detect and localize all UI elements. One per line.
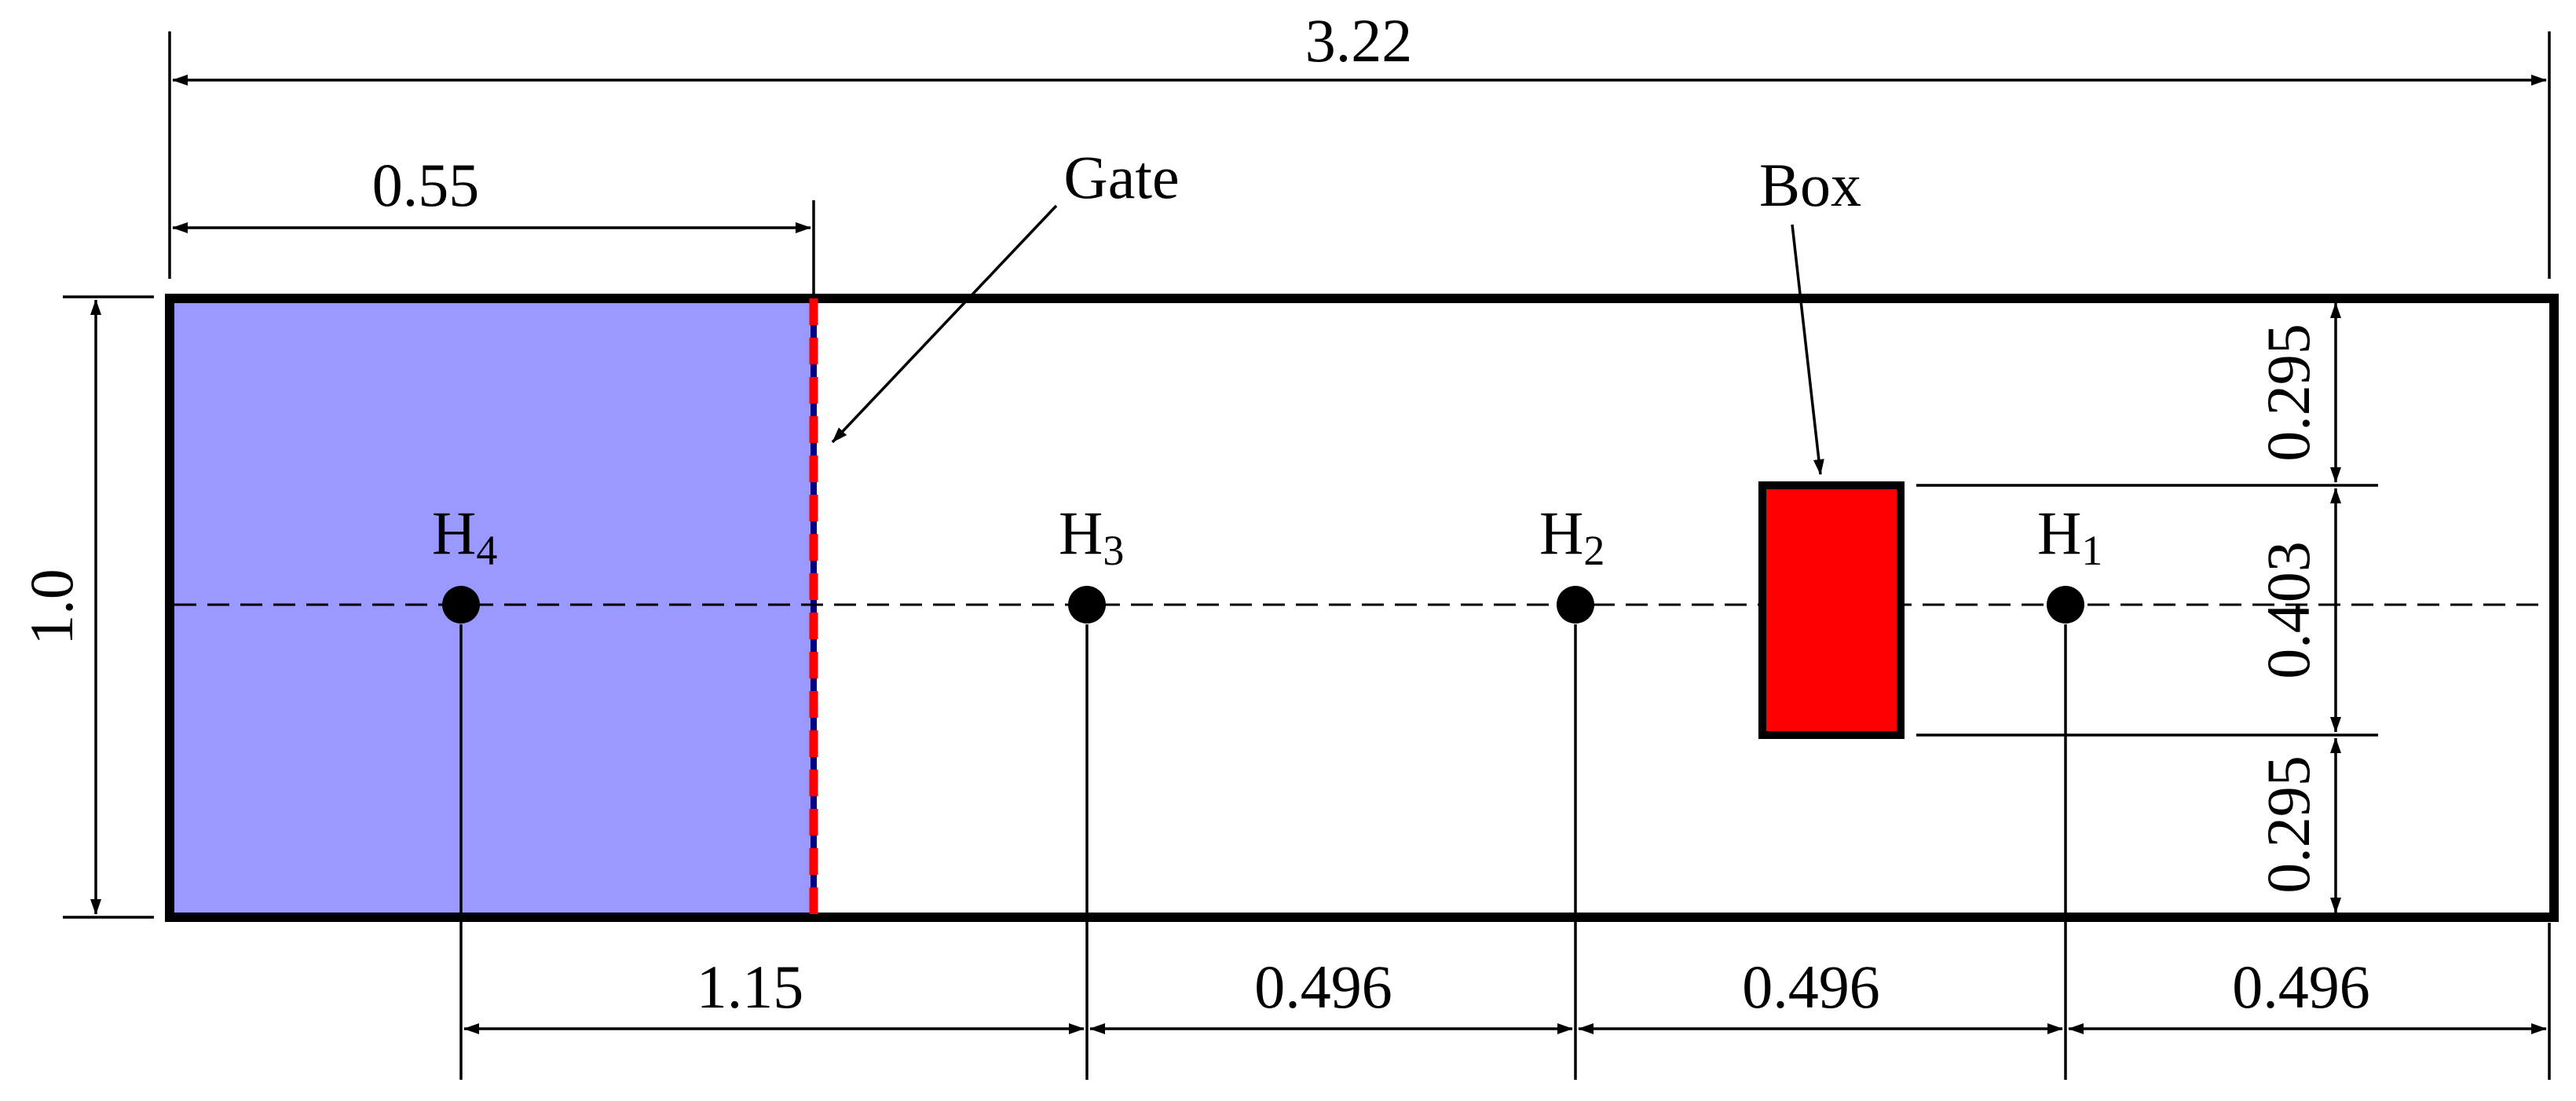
water-column	[166, 295, 817, 920]
box-obstacle	[1758, 481, 1905, 739]
probe-h1-dot	[2047, 586, 2084, 624]
gate-callout-label: Gate	[1063, 143, 1179, 211]
water-length-label: 0.55	[372, 151, 480, 219]
gate-to-h3-label: 1.15	[697, 953, 804, 1021]
box-top-gap-label: 0.295	[2254, 324, 2322, 462]
probe-h3-label: H3	[1059, 499, 1124, 574]
box-leader	[1791, 224, 1824, 475]
box-callout-label: Box	[1759, 151, 1861, 219]
h3-to-h2-label: 0.496	[1254, 953, 1392, 1021]
box-height-label: 0.403	[2254, 541, 2322, 679]
h2-to-h1-label: 0.496	[1742, 953, 1880, 1021]
total-length-label: 3.22	[1305, 6, 1413, 75]
probe-h3-dot	[1068, 586, 1106, 624]
probe-h2-dot	[1557, 586, 1594, 624]
height-label: 1.0	[17, 569, 86, 646]
box-bottom-gap-label: 0.295	[2254, 755, 2322, 894]
tank-outline	[165, 294, 2559, 922]
probe-h2-label: H2	[1539, 499, 1605, 574]
gate-leader	[831, 204, 1058, 444]
h1-to-wall-label: 0.496	[2232, 953, 2370, 1021]
probe-h4-label: H4	[432, 499, 497, 574]
probe-h4-dot	[442, 586, 480, 624]
probe-h1-label: H1	[2037, 499, 2102, 574]
